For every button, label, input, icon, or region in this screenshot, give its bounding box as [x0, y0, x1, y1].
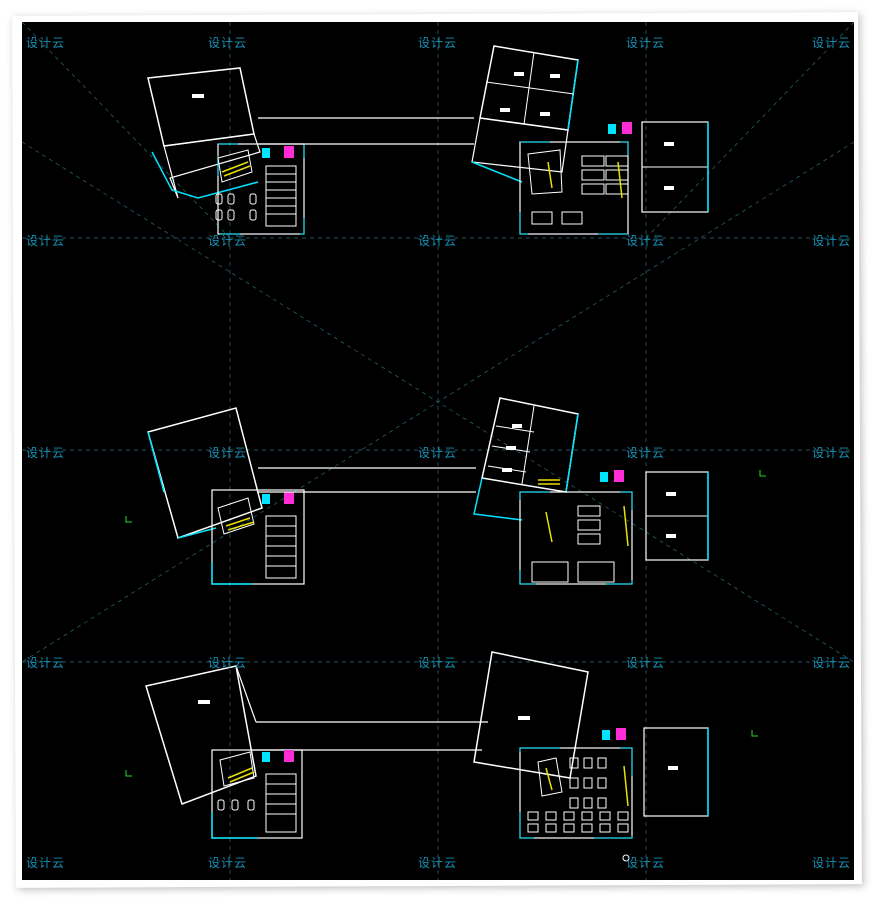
watermark-label: 设计云: [626, 36, 666, 50]
watermark-label: 设计云: [626, 656, 666, 670]
watermark-label: 设计云: [812, 446, 852, 460]
watermark-label: 设计云: [418, 36, 458, 50]
watermark-label: 设计云: [626, 234, 666, 248]
watermark-label: 设计云: [418, 856, 458, 870]
watermark-label: 设计云: [812, 856, 852, 870]
watermark-label: 设计云: [26, 656, 66, 670]
watermark-label: 设计云: [418, 446, 458, 460]
watermark-label: 设计云: [418, 234, 458, 248]
watermark-label: 设计云: [26, 36, 66, 50]
watermark-label: 设计云: [26, 856, 66, 870]
watermark-label: 设计云: [26, 234, 66, 248]
watermark-label: 设计云: [812, 234, 852, 248]
watermark-label: 设计云: [626, 446, 666, 460]
watermark-label: 设计云: [626, 856, 666, 870]
watermark-label: 设计云: [208, 234, 248, 248]
watermark-label: 设计云: [812, 656, 852, 670]
cad-floor-plans: [22, 22, 854, 880]
watermark-label: 设计云: [208, 36, 248, 50]
watermark-label: 设计云: [208, 656, 248, 670]
axis-grid: [22, 22, 854, 880]
watermark-label: 设计云: [418, 656, 458, 670]
floor-plan-middle: [125, 397, 766, 585]
watermark-label: 设计云: [208, 856, 248, 870]
watermark-label: 设计云: [208, 446, 248, 460]
watermark-label: 设计云: [26, 446, 66, 460]
watermark-label: 设计云: [812, 36, 852, 50]
floor-plan-lower: [125, 651, 758, 862]
cad-drawing-canvas: 设计云 设计云 设计云 设计云 设计云 设计云 设计云 设计云 设计云 设计云 …: [22, 22, 854, 880]
floor-plan-upper: [147, 45, 709, 235]
